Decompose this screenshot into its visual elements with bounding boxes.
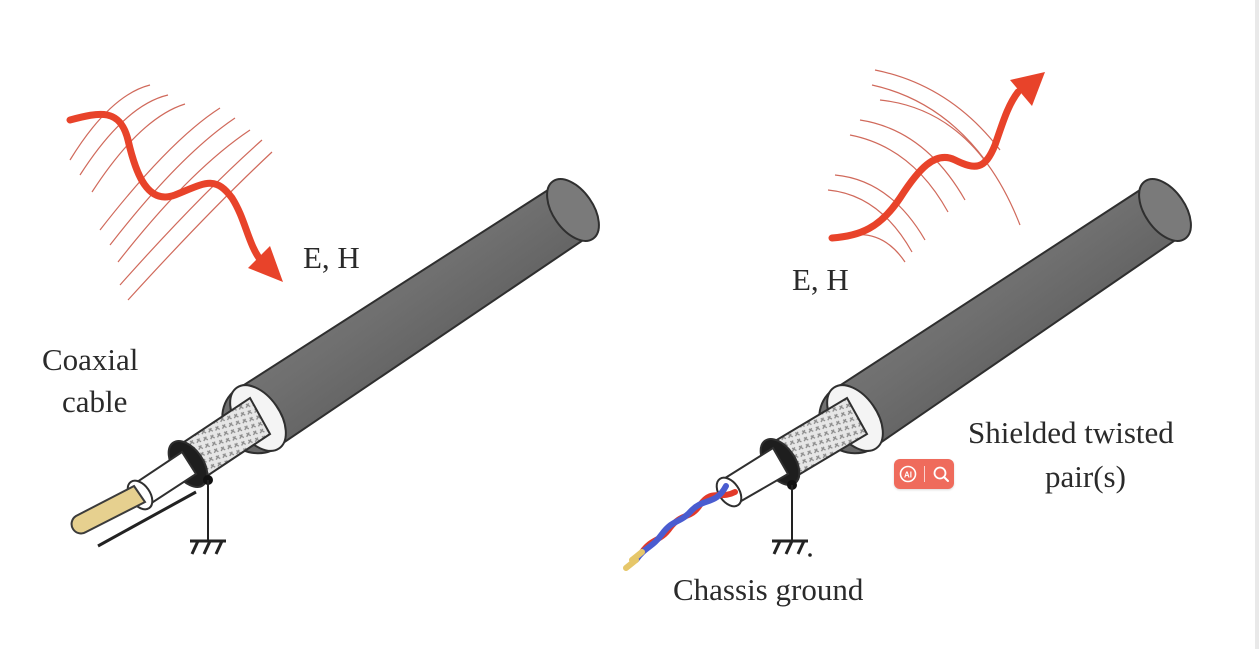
field-lines-left — [69, 84, 273, 301]
field-label-left: E, H — [303, 240, 360, 275]
ground-symbol-right — [772, 539, 812, 557]
shielded-twisted-pair-cable — [623, 178, 1192, 571]
search-icon[interactable] — [929, 462, 953, 486]
chassis-ground-label: Chassis ground — [673, 572, 864, 607]
wave-arrow-right — [828, 88, 1022, 242]
ai-icon[interactable]: AI — [896, 462, 920, 486]
field-label-right: E, H — [792, 262, 849, 297]
ground-symbol-left — [190, 539, 226, 555]
right-edge-strip — [1255, 0, 1259, 649]
coax-center-conductor — [70, 484, 147, 535]
twisted-wire-blue — [633, 483, 729, 563]
image-toolbar: AI — [894, 459, 954, 489]
svg-text:AI: AI — [904, 470, 912, 479]
toolbar-separator — [923, 466, 925, 482]
coax-label-line1: Coaxial — [42, 342, 138, 377]
wave-arrow-left — [66, 110, 266, 266]
arrowhead-right — [1010, 72, 1045, 106]
stp-label-line2: pair(s) — [1045, 459, 1126, 494]
arrowhead-left — [248, 246, 283, 282]
coaxial-cable — [70, 178, 600, 555]
field-lines-right — [827, 69, 1021, 263]
stp-label-line1: Shielded twisted — [968, 415, 1174, 450]
coax-label-line2: cable — [62, 384, 127, 419]
